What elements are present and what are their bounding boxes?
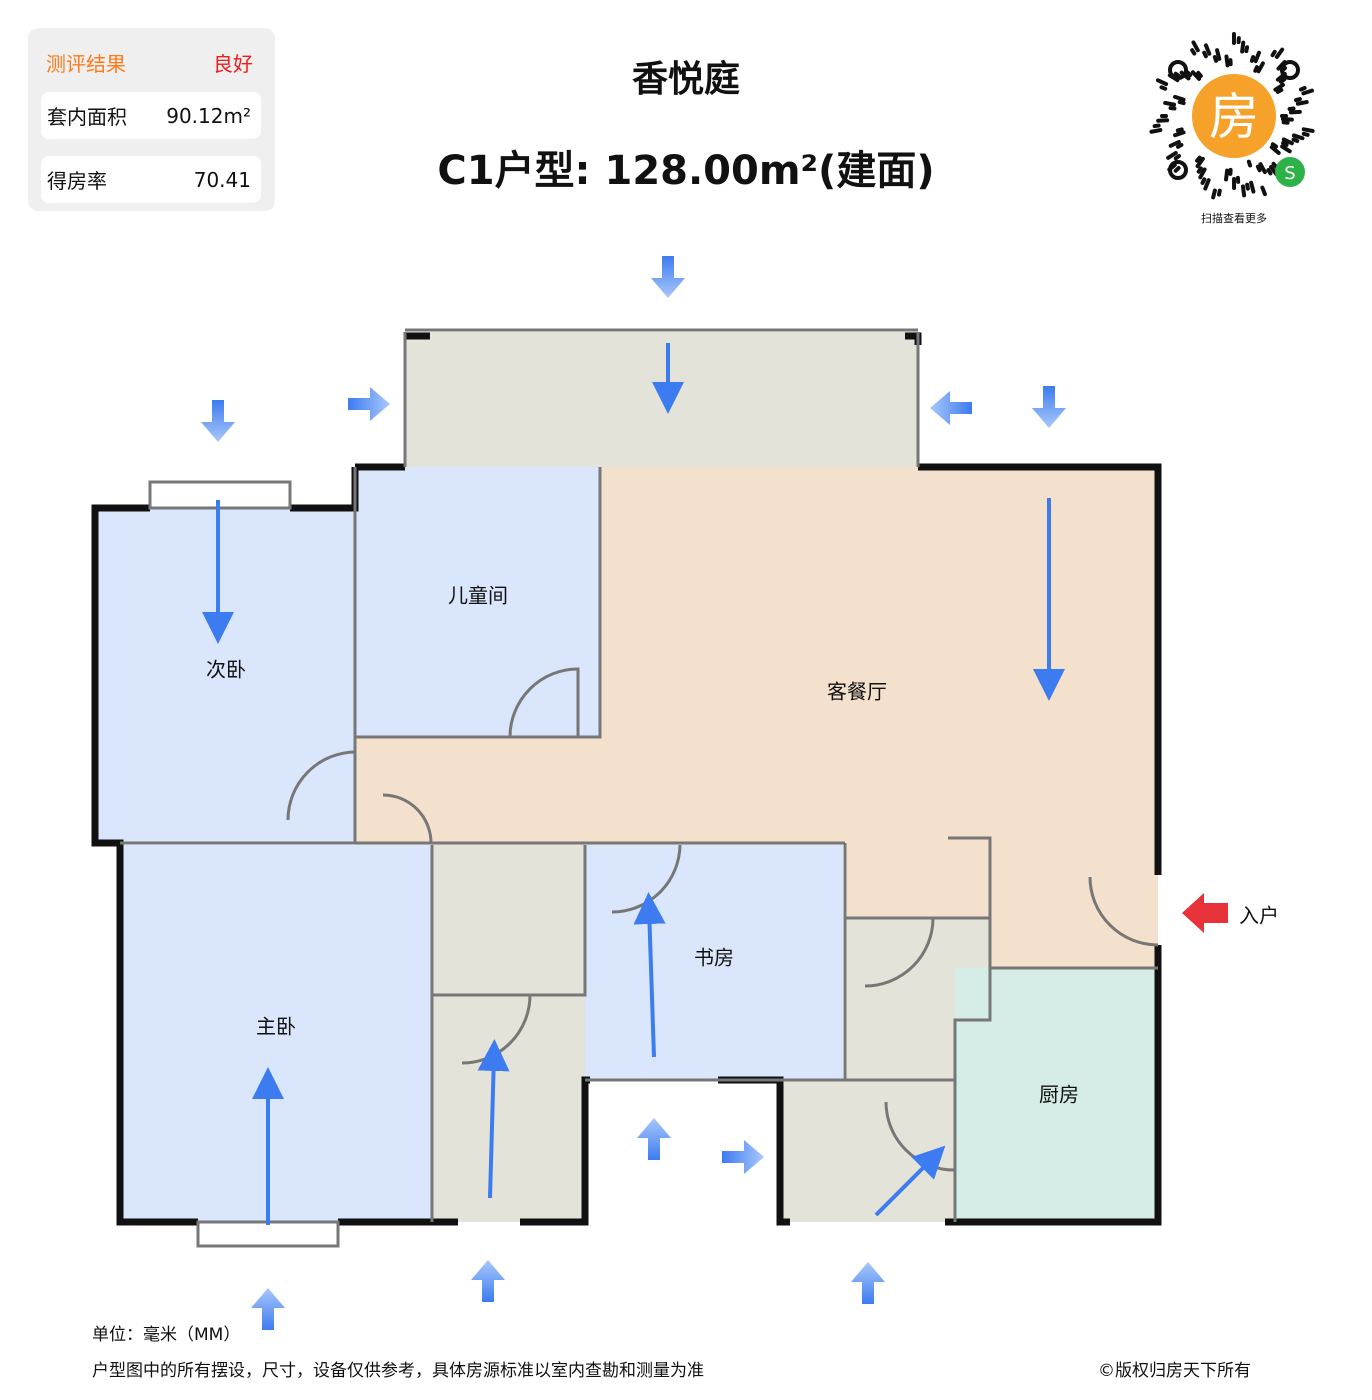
wind-arrow-icon xyxy=(201,400,235,442)
wind-arrow-icon xyxy=(722,1140,764,1174)
room-kids xyxy=(355,467,600,737)
room-label-master: 主卧 xyxy=(256,1014,296,1039)
balcony-top xyxy=(405,332,918,467)
wind-arrow-icon xyxy=(930,391,972,425)
room-label-study: 书房 xyxy=(694,945,734,970)
qr-pattern xyxy=(1149,32,1315,200)
qr-caption: 扫描查看更多 xyxy=(1201,212,1267,225)
walls xyxy=(91,332,1162,1226)
qr-code[interactable]: 房 S xyxy=(1148,30,1320,202)
qr-logo-char: 房 xyxy=(1209,88,1259,146)
unit-note: 单位：毫米（MM） xyxy=(92,1325,241,1345)
disclaimer: 户型图中的所有摆设，尺寸，设备仅供参考，具体房源标准以室内查勘和测量为准 xyxy=(92,1361,704,1381)
room-label-living: 客餐厅 xyxy=(827,679,887,704)
area-label: 套内面积 xyxy=(47,105,127,129)
svg-text:S: S xyxy=(1284,163,1295,184)
room-second-bedroom xyxy=(95,508,355,843)
wind-arrow-icon xyxy=(851,1262,885,1304)
entry-label: 入户 xyxy=(1239,903,1279,928)
copyright: ©版权归房天下所有 xyxy=(1098,1361,1251,1381)
layout-subtitle: C1户型: 128.00m²(建面) xyxy=(437,148,935,194)
room-master xyxy=(120,845,432,1222)
wind-arrow-icon xyxy=(1032,386,1066,428)
corridor xyxy=(432,845,585,995)
wind-arrow-icon xyxy=(651,256,685,298)
entry-arrow-icon xyxy=(1182,893,1228,933)
qr-logo xyxy=(1192,74,1276,158)
ratio-label: 得房率 xyxy=(47,169,107,193)
ratio-value: 70.41 xyxy=(193,167,251,192)
miniprogram-icon xyxy=(1275,157,1305,187)
evaluation-card: 测评结果 良好 套内面积 90.12m² 得房率 70.41 xyxy=(28,28,275,211)
result-label: 测评结果 xyxy=(46,52,126,76)
wind-arrow-icon xyxy=(348,387,390,421)
result-value: 良好 xyxy=(213,52,253,76)
wind-arrow-icon xyxy=(471,1260,505,1302)
wind-arrow-icon xyxy=(637,1118,671,1160)
bathroom-1 xyxy=(432,995,585,1222)
area-value: 90.12m² xyxy=(166,103,251,128)
inner-walls xyxy=(120,328,1159,1248)
airflow-arrows xyxy=(202,343,1065,1225)
room-study xyxy=(585,845,843,1080)
wind-arrow-icon xyxy=(251,1288,285,1330)
balcony-utility xyxy=(780,1080,955,1222)
room-label-kids: 儿童间 xyxy=(448,583,508,608)
wind-entry-arrows xyxy=(201,256,1066,1330)
room-label-kitchen: 厨房 xyxy=(1039,1082,1079,1107)
room-label-second: 次卧 xyxy=(206,657,246,682)
page-title: 香悦庭 xyxy=(631,59,740,100)
